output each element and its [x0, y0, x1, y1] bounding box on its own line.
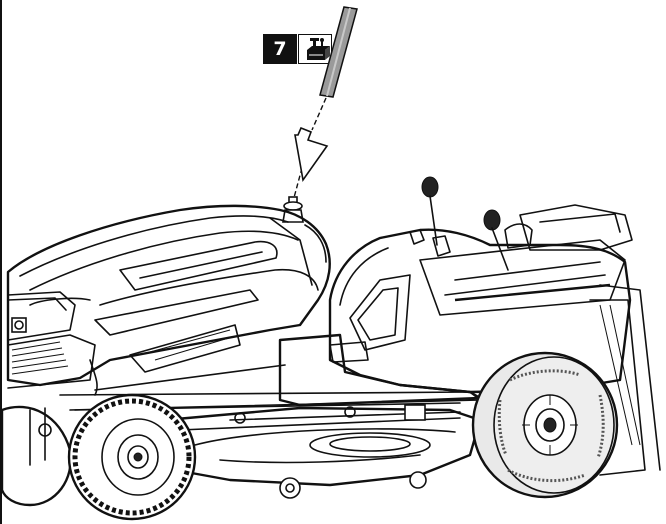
hood — [6, 204, 331, 387]
control-levers — [409, 176, 533, 271]
parts-box-icon — [298, 34, 332, 64]
dashed-guide-line — [291, 97, 327, 206]
seat-body — [328, 204, 661, 476]
front-wheel — [67, 393, 197, 521]
mower-deck — [163, 404, 482, 499]
side-vents — [89, 289, 286, 396]
page-border — [0, 0, 2, 524]
front-grille — [7, 291, 96, 389]
down-arrow-icon — [294, 126, 329, 183]
rod-part — [319, 6, 358, 98]
step-number: 7 — [273, 38, 287, 60]
front-left-wheel — [0, 405, 72, 507]
step-number-badge: 7 — [263, 34, 297, 64]
rear-wheel — [471, 351, 619, 499]
